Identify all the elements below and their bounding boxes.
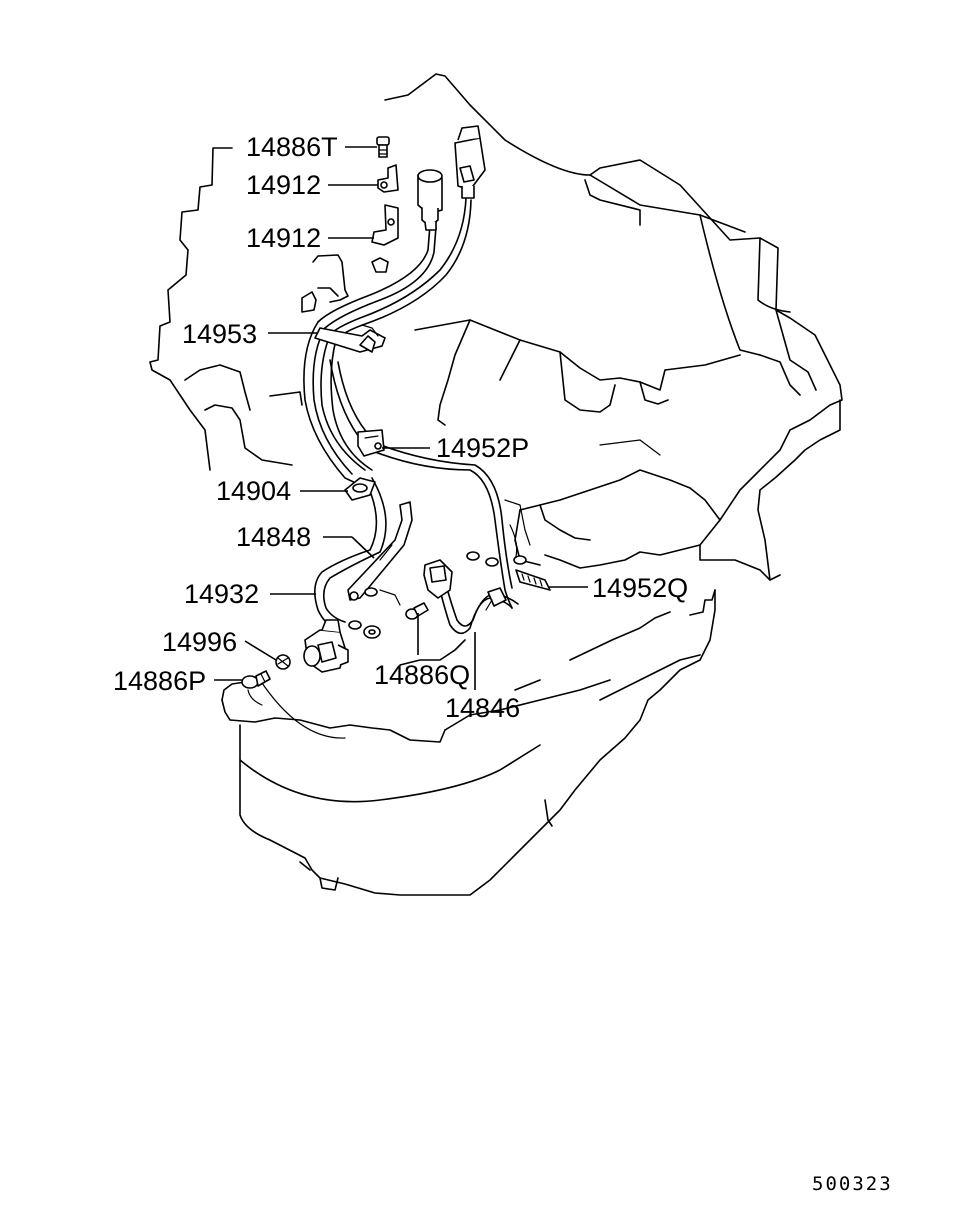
callout-14846: 14846 <box>445 693 520 723</box>
spacer-14996-icon <box>275 654 291 670</box>
callout-14952q: 14952Q <box>592 573 688 603</box>
callout-14886t: 14886T <box>246 132 338 162</box>
callout-14912-lower: 14912 <box>246 223 321 253</box>
clamp-14953-icon <box>314 324 386 353</box>
bracket-14952p-icon <box>357 429 385 457</box>
callout-14996: 14996 <box>162 627 237 657</box>
bracket-14848-icon <box>347 501 413 601</box>
connector-boot-icon <box>417 169 443 231</box>
ring-terminals <box>348 551 527 639</box>
bolt-14886t-icon <box>376 136 390 158</box>
engine-block-outline <box>149 73 843 896</box>
callout-14932: 14932 <box>184 579 259 609</box>
bracket-14912-lower-icon <box>371 204 399 273</box>
callout-14886q: 14886Q <box>374 660 470 690</box>
callout-14886p: 14886P <box>113 666 206 696</box>
components <box>241 125 551 689</box>
sensor-14932-icon <box>303 619 349 673</box>
callout-14904: 14904 <box>216 476 291 506</box>
clip-14952q-icon <box>515 569 551 591</box>
callout-14912-upper: 14912 <box>246 170 321 200</box>
callout-14848: 14848 <box>236 522 311 552</box>
leader-lines <box>214 146 588 690</box>
bolt-14886q-icon <box>405 602 429 620</box>
document-number: 500323 <box>812 1173 893 1195</box>
bracket-14912-upper-icon <box>377 164 399 193</box>
callout-14953: 14953 <box>182 319 257 349</box>
wiring-harness <box>303 197 519 635</box>
grommet-14904-icon <box>344 477 376 501</box>
callout-14952p: 14952P <box>436 433 529 463</box>
sensor-14846-icon <box>423 559 507 611</box>
connector-block-icon <box>454 125 486 199</box>
bolt-14886p-icon <box>241 670 271 689</box>
callout-labels: 14886T 14912 14912 14953 14952P 14904 14… <box>113 132 688 723</box>
